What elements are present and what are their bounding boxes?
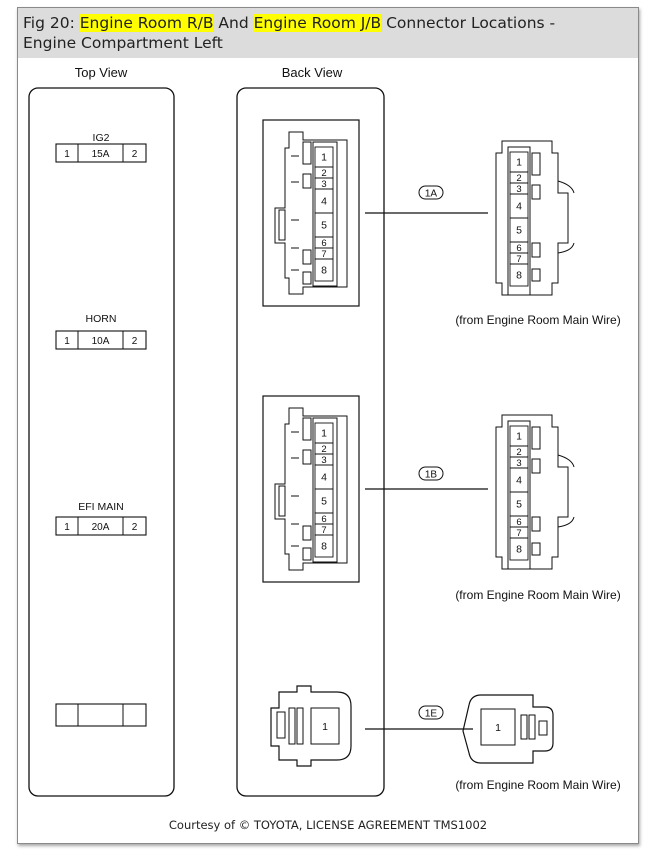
fuse-pin-left: 1	[64, 149, 70, 160]
connector-1b-back-pin-4: 4	[321, 472, 327, 484]
pin-cell	[314, 534, 334, 558]
connector-1a-mating-view	[495, 140, 575, 296]
connector-1a-back-pin-5: 5	[321, 220, 327, 232]
connector-1b-id: 1B	[425, 470, 438, 481]
pin-cell	[509, 537, 529, 561]
connector-1a-mating-pin-2: 2	[516, 173, 521, 184]
title-line-2: Engine Compartment Left	[23, 34, 223, 52]
connector-1b-badge	[418, 466, 444, 481]
connector-1a-mating-pin-6: 6	[516, 243, 521, 254]
connector-1a-back-pin-4: 4	[321, 196, 327, 208]
connector-1b-mating-pin-3: 3	[516, 458, 521, 469]
connector-1b-mating-pin-1: 1	[516, 431, 522, 443]
connector-1a-back-pin-1: 1	[321, 152, 327, 164]
connector-1b-mating-pin-5: 5	[516, 499, 522, 511]
fuse-body	[55, 516, 147, 536]
connector-1a-mating-pin-3: 3	[516, 184, 521, 195]
connector-1b-back-pin-8: 8	[321, 541, 327, 553]
fuse-pin-right: 2	[132, 336, 138, 347]
fuse-empty-slot	[55, 703, 147, 727]
connector-1a-mating-pin-8: 8	[516, 270, 522, 282]
back-view-heading: Back View	[282, 65, 343, 80]
connector-1b-back-view	[262, 395, 360, 583]
connector-1e-badge	[418, 705, 444, 720]
fuse-efi-main: EFI MAIN 1 20A 2	[55, 501, 147, 536]
connector-diagram: Top View Back View IG2 1 15A 2 HORN 1 10…	[28, 65, 621, 797]
title-suffix: Connector Locations -	[381, 14, 556, 32]
connector-1a-back-pin-3: 3	[321, 179, 326, 190]
connector-1b: 1B (from Engine Room Main Wire)	[262, 395, 621, 602]
connector-1b-mating-pin-4: 4	[516, 475, 522, 487]
connector-1a-id: 1A	[425, 189, 438, 200]
connector-1b-mating-view	[495, 414, 575, 570]
connector-1e-id: 1E	[425, 709, 438, 720]
connector-1b-back-pin-3: 3	[321, 455, 326, 466]
title-middle: And	[213, 14, 254, 32]
connector-1a-back-view	[262, 119, 360, 307]
fuse-rating: 10A	[92, 336, 110, 347]
connector-1e-mating-pin-1: 1	[495, 722, 501, 734]
connector-1e-back-view	[270, 685, 352, 767]
top-view-heading: Top View	[75, 65, 128, 80]
fuse-rating: 15A	[92, 149, 110, 160]
connector-1e-caption: (from Engine Room Main Wire)	[455, 778, 620, 792]
connector-1a: 1A (from Engine Room Main Wire)	[262, 119, 621, 327]
top-view-panel	[28, 87, 175, 797]
connector-1b-back-pin-5: 5	[321, 496, 327, 508]
connector-1e-back-pin-1: 1	[322, 721, 328, 733]
title-prefix: Fig 20:	[23, 14, 80, 32]
fuse-pin-right: 2	[132, 149, 138, 160]
connector-1b-mating-pin-7: 7	[516, 528, 521, 539]
connector-1a-badge	[418, 185, 444, 200]
fuse-ig2: IG2 1 15A 2	[55, 132, 147, 163]
fuse-pin-left: 1	[64, 336, 70, 347]
connector-1b-mating-pin-2: 2	[516, 447, 521, 458]
title-highlight-relay-block: Engine Room R/B	[79, 14, 214, 32]
fuse-horn: HORN 1 10A 2	[55, 313, 147, 350]
fuse-name: HORN	[86, 313, 117, 325]
figure-frame: Fig 20: Engine Room R/B And Engine Room …	[17, 7, 639, 844]
title-bar: Fig 20: Engine Room R/B And Engine Room …	[18, 8, 638, 58]
connector-1a-mating-pin-7: 7	[516, 254, 521, 265]
connector-1a-back-pin-7: 7	[321, 249, 326, 260]
connector-1b-mating-pin-8: 8	[516, 544, 522, 556]
connector-1a-mating-pin-1: 1	[516, 157, 522, 169]
connector-1b-mating-pin-6: 6	[516, 517, 521, 528]
courtesy-footer: Courtesy of © TOYOTA, LICENSE AGREEMENT …	[168, 818, 488, 832]
connector-1a-caption: (from Engine Room Main Wire)	[455, 313, 620, 327]
connector-1a-back-pin-6: 6	[321, 238, 326, 249]
fuse-pin-right: 2	[132, 522, 138, 533]
fuse-pin-left: 1	[64, 522, 70, 533]
fuse-body	[55, 330, 147, 350]
connector-1b-back-pin-6: 6	[321, 514, 326, 525]
fuse-body	[55, 143, 147, 163]
connector-1a-back-pin-8: 8	[321, 265, 327, 277]
fuse-body	[55, 703, 147, 727]
back-view-panel	[236, 87, 385, 797]
fuse-name: EFI MAIN	[78, 501, 124, 513]
connector-1a-mating-pin-4: 4	[516, 201, 522, 213]
connector-1a-back-pin-2: 2	[321, 168, 326, 179]
figure-title: Fig 20: Engine Room R/B And Engine Room …	[23, 13, 555, 53]
title-highlight-junction-block: Engine Room J/B	[253, 14, 382, 32]
connector-1e-mating-view	[462, 694, 554, 764]
fuse-name: IG2	[93, 132, 110, 144]
connector-1e: 1E (from Engine Room Main Wire)	[270, 685, 621, 792]
connector-1b-back-pin-7: 7	[321, 525, 326, 536]
connector-1b-back-pin-2: 2	[321, 444, 326, 455]
fuse-rating: 20A	[92, 522, 110, 533]
pin-cell	[314, 258, 334, 282]
pin-cell	[509, 263, 529, 287]
connector-1b-back-pin-1: 1	[321, 428, 327, 440]
connector-1b-caption: (from Engine Room Main Wire)	[455, 588, 620, 602]
connector-1a-mating-pin-5: 5	[516, 225, 522, 237]
